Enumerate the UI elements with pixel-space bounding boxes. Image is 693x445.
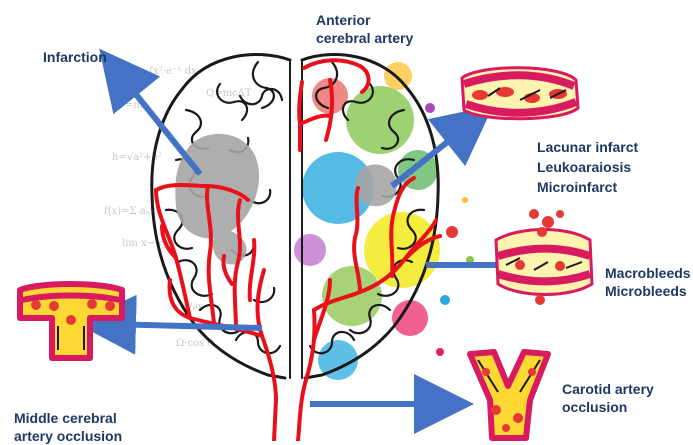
svg-text:∫x²·e⁻ˣ dx: ∫x²·e⁻ˣ dx: [148, 66, 197, 77]
label-carotid-artery-occlusion: Carotid artery occlusion: [562, 380, 654, 416]
label-lacunar: Lacunar infarct Leukoaraiosis Microinfar…: [537, 137, 638, 197]
lacunar-vessel-icon: [462, 68, 578, 119]
label-lacunar-line1: Lacunar infarct: [537, 137, 638, 157]
label-carotid-line2: occlusion: [562, 398, 654, 416]
svg-text:Q=mcΔT: Q=mcΔT: [206, 88, 252, 99]
paint-splatter-background: [294, 62, 474, 380]
macrobleed-vessel-icon: [496, 209, 592, 305]
middle-cerebral-vessel-icon: [20, 284, 122, 358]
label-middle-cerebral-artery-occlusion: Middle cerebral artery occlusion: [14, 409, 122, 445]
label-macro-line2: Microbleeds: [605, 282, 691, 300]
carotid-vessel-icon: [470, 352, 548, 438]
arrow-middle-cerebral: [106, 324, 262, 328]
label-carotid-line1: Carotid artery: [562, 380, 654, 398]
label-anterior-line1: Anterior: [316, 11, 413, 29]
label-lacunar-line2: Leukoaraiosis: [537, 157, 638, 177]
label-macrobleeds: Macrobleeds Microbleeds: [605, 264, 691, 300]
label-anterior-line2: cerebral artery: [316, 29, 413, 47]
label-anterior-cerebral-artery: Anterior cerebral artery: [316, 11, 413, 47]
label-lacunar-line3: Microinfarct: [537, 177, 638, 197]
label-infarction-text: Infarction: [43, 48, 107, 66]
label-middle-line2: artery occlusion: [14, 427, 122, 445]
label-infarction: Infarction: [43, 48, 107, 66]
label-macro-line1: Macrobleeds: [605, 264, 691, 282]
label-middle-line1: Middle cerebral: [14, 409, 122, 427]
